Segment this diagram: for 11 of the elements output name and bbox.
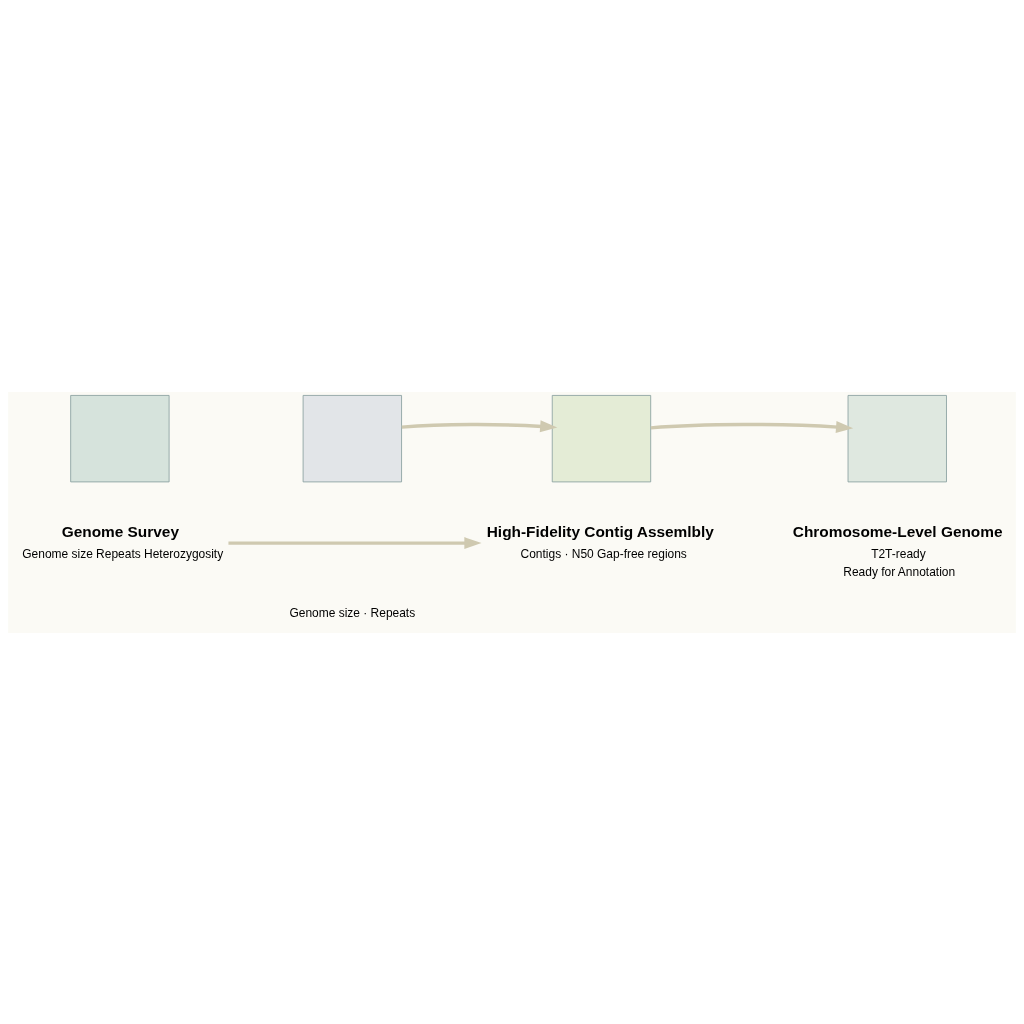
node-text: High-Fidelity Contig Assemlbly Contigs · N50 Gap-free regions <box>486 522 714 561</box>
node-text: Chromosome-Level Genome T2T-ready Ready for Annotation <box>792 522 1003 579</box>
node-box <box>70 394 170 482</box>
label: Genome size · Repeats <box>289 605 416 620</box>
arrow <box>650 420 854 433</box>
arrow <box>401 419 558 432</box>
node-box <box>302 394 402 482</box>
node-text: Genome Survey Genome size Repeats Heterozygosity <box>22 522 224 561</box>
node-box <box>847 394 947 482</box>
node-box <box>551 394 652 482</box>
arrow <box>228 536 482 549</box>
